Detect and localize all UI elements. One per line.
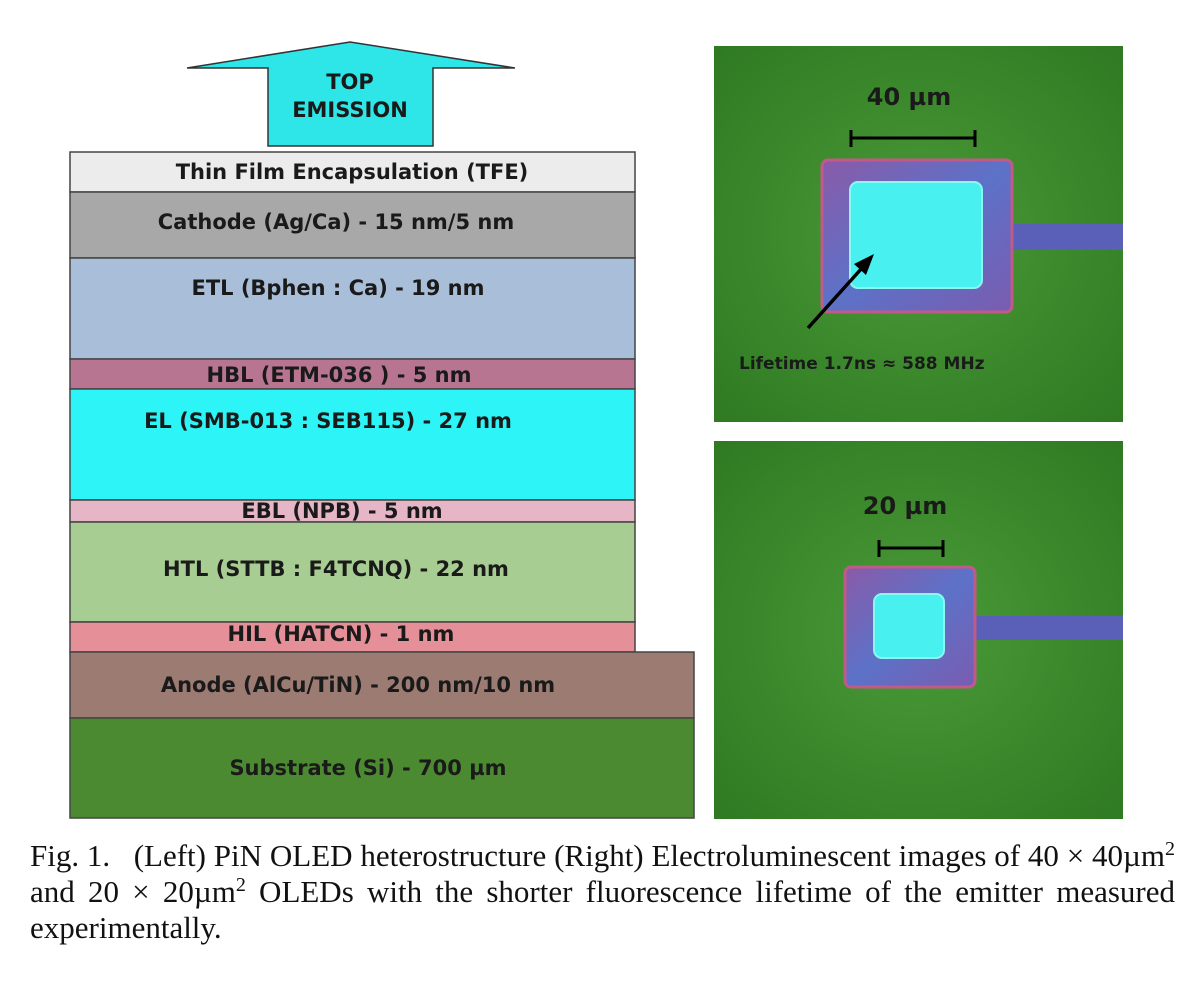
scale-label: 40 µm xyxy=(867,83,951,111)
figure-label: Fig. 1. xyxy=(30,838,111,873)
layer-label: Anode (AlCu/TiN) - 200 nm/10 nm xyxy=(161,673,555,697)
layer-stack: Thin Film Encapsulation (TFE) Cathode (A… xyxy=(69,151,695,819)
caption-superscript-1: 2 xyxy=(1165,838,1175,860)
layer-htl: HTL (STTB : F4TCNQ) - 22 nm xyxy=(69,521,636,623)
micrograph-20um: 20 µm xyxy=(714,441,1123,819)
emission-area xyxy=(849,181,983,289)
caption-text-1: (Left) PiN OLED heterostructure (Right) … xyxy=(133,838,1165,873)
layer-label: EL (SMB-013 : SEB115) - 27 nm xyxy=(144,409,512,433)
layer-el: EL (SMB-013 : SEB115) - 27 nm xyxy=(69,388,636,501)
layer-hil: HIL (HATCN) - 1 nm xyxy=(69,621,636,653)
micrograph-40um: 40 µm Lifetime 1.7ns ≈ 588 MHz xyxy=(714,46,1123,422)
layer-ebl: EBL (NPB) - 5 nm xyxy=(69,499,636,523)
layer-cathode: Cathode (Ag/Ca) - 15 nm/5 nm xyxy=(69,191,636,259)
layer-label: EBL (NPB) - 5 nm xyxy=(241,499,442,523)
layer-anode: Anode (AlCu/TiN) - 200 nm/10 nm xyxy=(69,651,695,719)
layer-tfe: Thin Film Encapsulation (TFE) xyxy=(69,151,636,193)
scale-bar xyxy=(877,540,945,557)
emission-area xyxy=(873,593,945,659)
scale-label: 20 µm xyxy=(863,492,947,520)
top-emission-arrow: TOP EMISSION xyxy=(186,41,516,147)
arrow-label-line1: TOP xyxy=(326,70,374,94)
layer-label: HIL (HATCN) - 1 nm xyxy=(228,622,455,646)
annotation-arrow xyxy=(806,254,874,330)
layer-label: Cathode (Ag/Ca) - 15 nm/5 nm xyxy=(158,210,514,234)
scale-bar xyxy=(849,130,977,147)
layer-label: ETL (Bphen : Ca) - 19 nm xyxy=(191,276,484,300)
layer-label: HBL (ETM-036 ) - 5 nm xyxy=(207,363,472,387)
layer-substrate: Substrate (Si) - 700 µm xyxy=(69,717,695,819)
arrow-label-line2: EMISSION xyxy=(292,98,408,122)
lifetime-annotation: Lifetime 1.7ns ≈ 588 MHz xyxy=(739,354,985,374)
pad-lead xyxy=(970,616,1123,640)
figure-caption: Fig. 1. (Left) PiN OLED heterostructure … xyxy=(30,838,1175,946)
caption-text-2: and 20 × 20µm xyxy=(30,874,236,909)
caption-text-3: OLEDs with the shorter fluorescence life… xyxy=(30,874,1175,945)
layer-label: Thin Film Encapsulation (TFE) xyxy=(176,160,529,184)
layer-label: HTL (STTB : F4TCNQ) - 22 nm xyxy=(163,557,509,581)
caption-superscript-2: 2 xyxy=(235,874,246,896)
layer-label: Substrate (Si) - 700 µm xyxy=(229,756,506,780)
pad-lead xyxy=(1000,224,1123,250)
layer-etl: ETL (Bphen : Ca) - 19 nm xyxy=(69,257,636,360)
arrow-shape xyxy=(186,41,516,147)
figure: TOP EMISSION Thin Film Encapsulation (TF… xyxy=(69,41,1123,819)
layer-hbl: HBL (ETM-036 ) - 5 nm xyxy=(69,358,636,390)
